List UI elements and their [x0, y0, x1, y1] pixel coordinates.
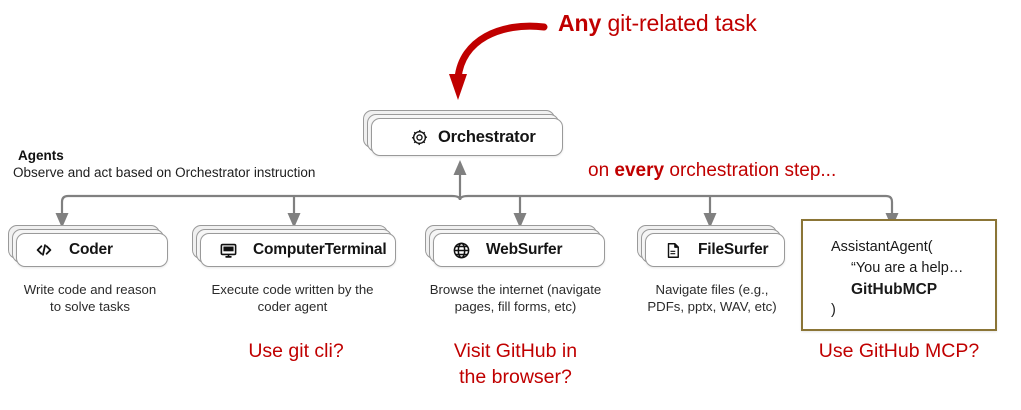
computerterminal-caption-line2: coder agent — [257, 299, 328, 314]
computerterminal-label: ComputerTerminal — [253, 241, 387, 258]
coder-caption-line2: to solve tasks — [50, 299, 130, 314]
filesurfer-label: FileSurfer — [698, 241, 769, 258]
agent-node-filesurfer[interactable]: FileSurfer — [637, 225, 785, 267]
filesurfer-caption-line2: PDFs, pptx, WAV, etc) — [647, 299, 777, 314]
question-use-git-cli: Use git cli? — [185, 338, 407, 364]
question-use-github-mcp-line1: Use GitHub MCP? — [818, 340, 980, 362]
headline-bold: Any — [558, 10, 602, 36]
orchestrator-node[interactable]: Orchestrator — [363, 110, 563, 156]
filesurfer-card[interactable]: FileSurfer — [645, 233, 785, 267]
agent-node-computerterminal[interactable]: ComputerTerminal — [192, 225, 396, 267]
coder-card[interactable]: Coder — [16, 233, 168, 267]
computerterminal-caption: Execute code written by the coder agent — [185, 281, 400, 315]
question-visit-github-browser-line1: Visit GitHub in — [453, 340, 578, 362]
computerterminal-card[interactable]: ComputerTerminal — [200, 233, 396, 267]
code-brackets-icon — [33, 239, 55, 261]
question-visit-github-browser-line2: the browser? — [459, 366, 572, 388]
globe-icon — [450, 239, 472, 261]
coder-caption: Write code and reason to solve tasks — [0, 281, 180, 315]
orchestrator-card[interactable]: Orchestrator — [371, 118, 563, 156]
orchestrator-uplink — [453, 160, 467, 197]
websurfer-label: WebSurfer — [486, 241, 563, 258]
assistant-agent-code-line1: AssistantAgent( — [831, 239, 933, 255]
headline-rest: git-related task — [601, 10, 757, 36]
assistant-agent-code-line4: ) — [831, 302, 836, 318]
agents-group-title: Agents — [18, 148, 64, 163]
coder-label: Coder — [69, 241, 113, 258]
filesurfer-caption-line1: Navigate files (e.g., — [655, 282, 769, 297]
question-visit-github-browser: Visit GitHub in the browser? — [413, 338, 618, 390]
steps-note-pre: on — [588, 160, 615, 181]
question-use-github-mcp: Use GitHub MCP? — [793, 338, 1005, 364]
every-orchestration-step-note: on every orchestration step... — [588, 160, 836, 182]
orchestrator-label: Orchestrator — [438, 127, 536, 146]
coder-caption-line1: Write code and reason — [23, 282, 157, 297]
websurfer-caption: Browse the internet (navigate pages, fil… — [413, 281, 618, 315]
agent-bus — [60, 194, 894, 216]
assistant-agent-code-line3-githubmcp: GitHubMCP — [851, 281, 938, 298]
websurfer-caption-line1: Browse the internet (navigate — [429, 282, 602, 297]
computerterminal-caption-line1: Execute code written by the — [211, 282, 374, 297]
agent-node-coder[interactable]: Coder — [8, 225, 168, 267]
red-task-arrow — [449, 22, 548, 100]
assistant-agent-code-box[interactable]: AssistantAgent( “You are a help… GitHubM… — [801, 219, 997, 331]
steps-note-bold: every — [614, 160, 665, 181]
assistant-agent-code-line2: “You are a help… — [851, 260, 964, 276]
websurfer-card[interactable]: WebSurfer — [433, 233, 605, 267]
gear-icon — [408, 126, 430, 148]
agents-group-subtitle: Observe and act based on Orchestrator in… — [13, 165, 316, 180]
websurfer-caption-line2: pages, fill forms, etc) — [454, 299, 577, 314]
monitor-icon — [217, 239, 239, 261]
agent-node-websurfer[interactable]: WebSurfer — [425, 225, 605, 267]
file-document-icon — [662, 239, 684, 261]
steps-note-post: orchestration step... — [664, 160, 837, 181]
assistant-agent-code-text: AssistantAgent( “You are a help… GitHubM… — [803, 221, 995, 321]
headline-any-git-task: Any git-related task — [558, 10, 757, 37]
filesurfer-caption: Navigate files (e.g., PDFs, pptx, WAV, e… — [622, 281, 802, 315]
question-use-git-cli-line1: Use git cli? — [248, 340, 344, 362]
